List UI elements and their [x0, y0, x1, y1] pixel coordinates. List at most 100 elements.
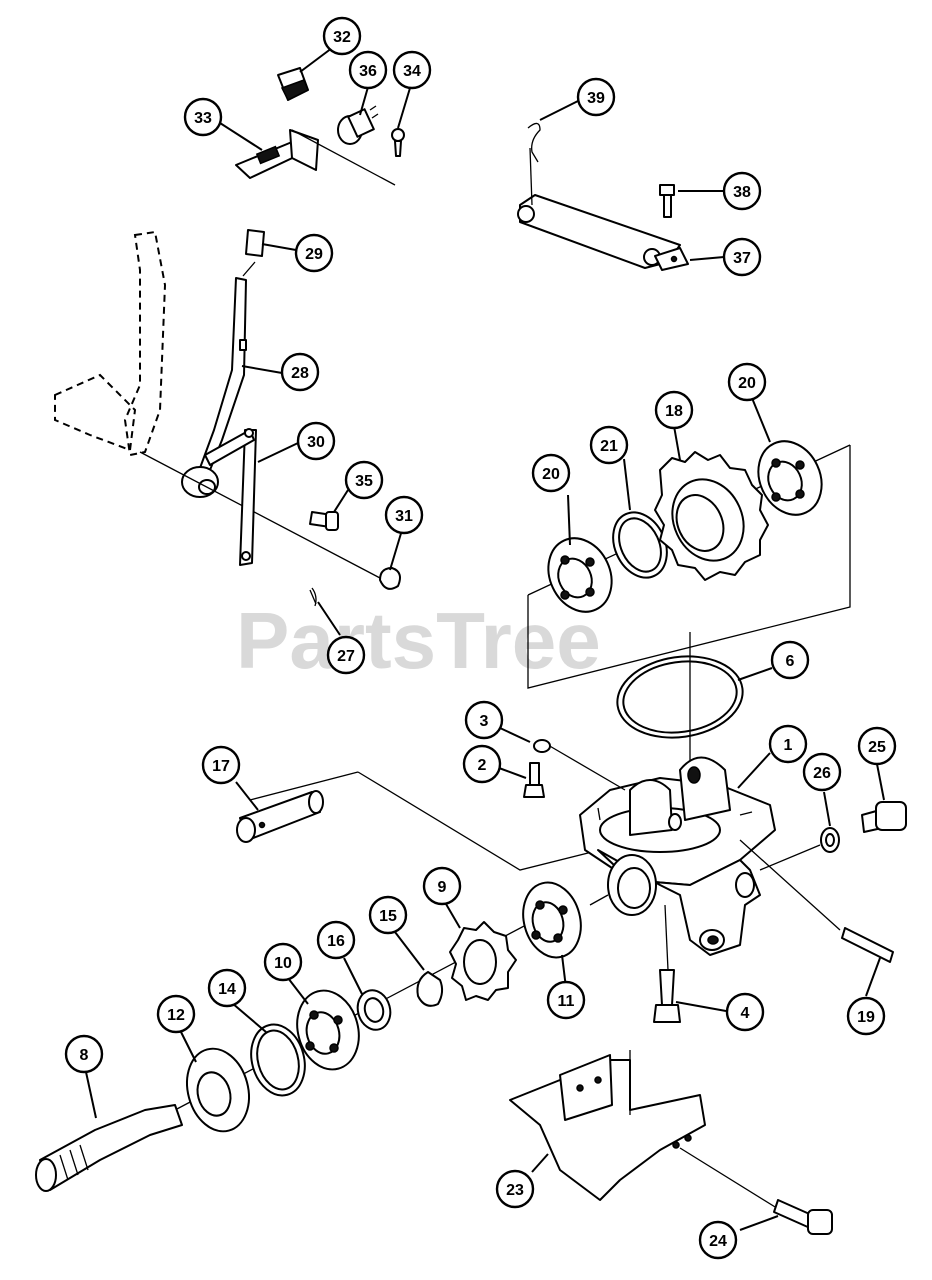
callout-number: 25: [868, 739, 886, 756]
callout-circle: [495, 1169, 535, 1209]
callout-number: 3: [480, 713, 489, 730]
callout-21: 21: [589, 425, 629, 465]
callout-circle: [183, 97, 223, 137]
callout-number: 21: [600, 438, 618, 455]
callout-circle: [64, 1034, 104, 1074]
callout-20: 20: [531, 453, 571, 493]
callout-15: 15: [368, 895, 408, 935]
callout-24: 24: [698, 1220, 738, 1260]
callout-35: 35: [344, 460, 384, 500]
watermark: PartsTree: [236, 596, 601, 685]
callout-circle: [422, 866, 462, 906]
callout-23: 23: [495, 1169, 535, 1209]
callout-number: 20: [542, 466, 560, 483]
callout-number: 37: [733, 250, 751, 267]
callout-number: 34: [403, 63, 421, 80]
callout-6: 6: [770, 640, 810, 680]
callout-number: 31: [395, 508, 413, 525]
support-bar-assembly: [517, 122, 689, 271]
callout-circle: [368, 895, 408, 935]
housing-hardware: [236, 739, 907, 1023]
callout-circle: [589, 425, 629, 465]
callout-30: 30: [296, 421, 336, 461]
lever-assembly: [54, 67, 405, 607]
callout-37: 37: [722, 237, 762, 277]
callout-circle: [576, 77, 616, 117]
callout-circle: [384, 495, 424, 535]
callout-circle: [201, 745, 241, 785]
callout-circle: [722, 237, 762, 277]
callout-circle: [727, 362, 767, 402]
callout-3: 3: [464, 700, 504, 740]
callout-9: 9: [422, 866, 462, 906]
callout-number: 30: [307, 434, 325, 451]
callout-number: 18: [665, 403, 683, 420]
callout-number: 9: [438, 879, 447, 896]
callout-number: 15: [379, 908, 397, 925]
callout-number: 8: [80, 1047, 89, 1064]
callout-number: 33: [194, 110, 212, 127]
callout-circle: [722, 171, 762, 211]
callout-circle: [392, 50, 432, 90]
callout-circle: [326, 635, 366, 675]
callout-number: 39: [587, 90, 605, 107]
callout-number: 2: [478, 757, 487, 774]
callout-19: 19: [846, 996, 886, 1036]
callout-circle: [280, 352, 320, 392]
callout-number: 35: [355, 473, 373, 490]
callout-number: 20: [738, 375, 756, 392]
callout-10: 10: [263, 942, 303, 982]
callout-36: 36: [348, 50, 388, 90]
callout-circle: [768, 724, 808, 764]
output-shaft-stack: [35, 881, 582, 1192]
callout-number: 17: [212, 758, 230, 775]
callout-number: 12: [167, 1007, 185, 1024]
callout-39: 39: [576, 77, 616, 117]
callout-number: 29: [305, 246, 323, 263]
callout-number: 19: [857, 1009, 875, 1026]
gearcase-housing: [249, 744, 841, 971]
callout-number: 1: [784, 737, 793, 754]
callout-circle: [348, 50, 388, 90]
callout-circle: [462, 744, 502, 784]
callout-11: 11: [546, 980, 586, 1020]
callout-circle: [156, 994, 196, 1034]
callout-38: 38: [722, 171, 762, 211]
callout-circle: [263, 942, 303, 982]
gear-bearing-group: [527, 440, 851, 760]
callout-1: 1: [768, 724, 808, 764]
callout-31: 31: [384, 495, 424, 535]
callout-circle: [725, 992, 765, 1032]
callout-circle: [802, 752, 842, 792]
callout-circle: [344, 460, 384, 500]
callout-circle: [546, 980, 586, 1020]
callout-12: 12: [156, 994, 196, 1034]
callout-18: 18: [654, 390, 694, 430]
callout-25: 25: [857, 726, 897, 766]
callout-number: 4: [741, 1005, 750, 1022]
callout-32: 32: [322, 16, 362, 56]
callout-circle: [464, 700, 504, 740]
callout-circle: [207, 968, 247, 1008]
callout-number: 32: [333, 29, 351, 46]
callout-number: 24: [709, 1233, 727, 1250]
callout-number: 14: [218, 981, 236, 998]
callout-number: 38: [733, 184, 751, 201]
callout-circle: [698, 1220, 738, 1260]
callout-number: 16: [327, 933, 345, 950]
callout-17: 17: [201, 745, 241, 785]
callout-number: 26: [813, 765, 831, 782]
callout-14: 14: [207, 968, 247, 1008]
callout-4: 4: [725, 992, 765, 1032]
callout-circle: [322, 16, 362, 56]
callout-number: 10: [274, 955, 292, 972]
callout-circle: [531, 453, 571, 493]
callout-number: 27: [337, 648, 355, 665]
callout-26: 26: [802, 752, 842, 792]
callout-circle: [654, 390, 694, 430]
callout-16: 16: [316, 920, 356, 960]
callout-33: 33: [183, 97, 223, 137]
callout-number: 6: [786, 653, 795, 670]
